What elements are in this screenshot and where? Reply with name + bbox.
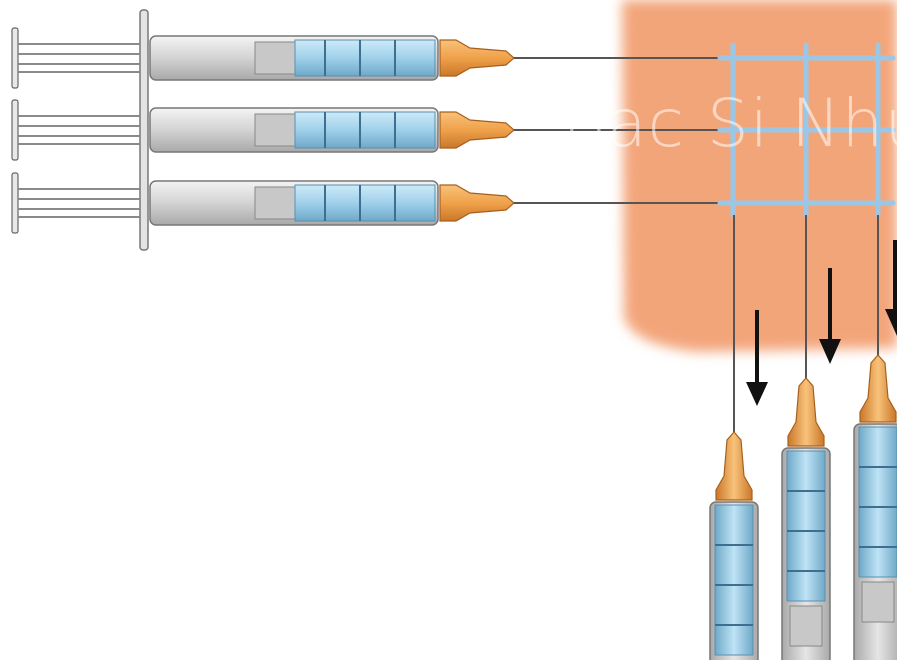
flange-rail bbox=[140, 10, 148, 250]
horizontal-syringes bbox=[12, 10, 720, 250]
horizontal-syringe-3 bbox=[12, 173, 720, 233]
skin-region bbox=[622, 0, 897, 352]
horizontal-syringe-2 bbox=[12, 100, 720, 160]
horizontal-syringe-1 bbox=[12, 28, 720, 88]
